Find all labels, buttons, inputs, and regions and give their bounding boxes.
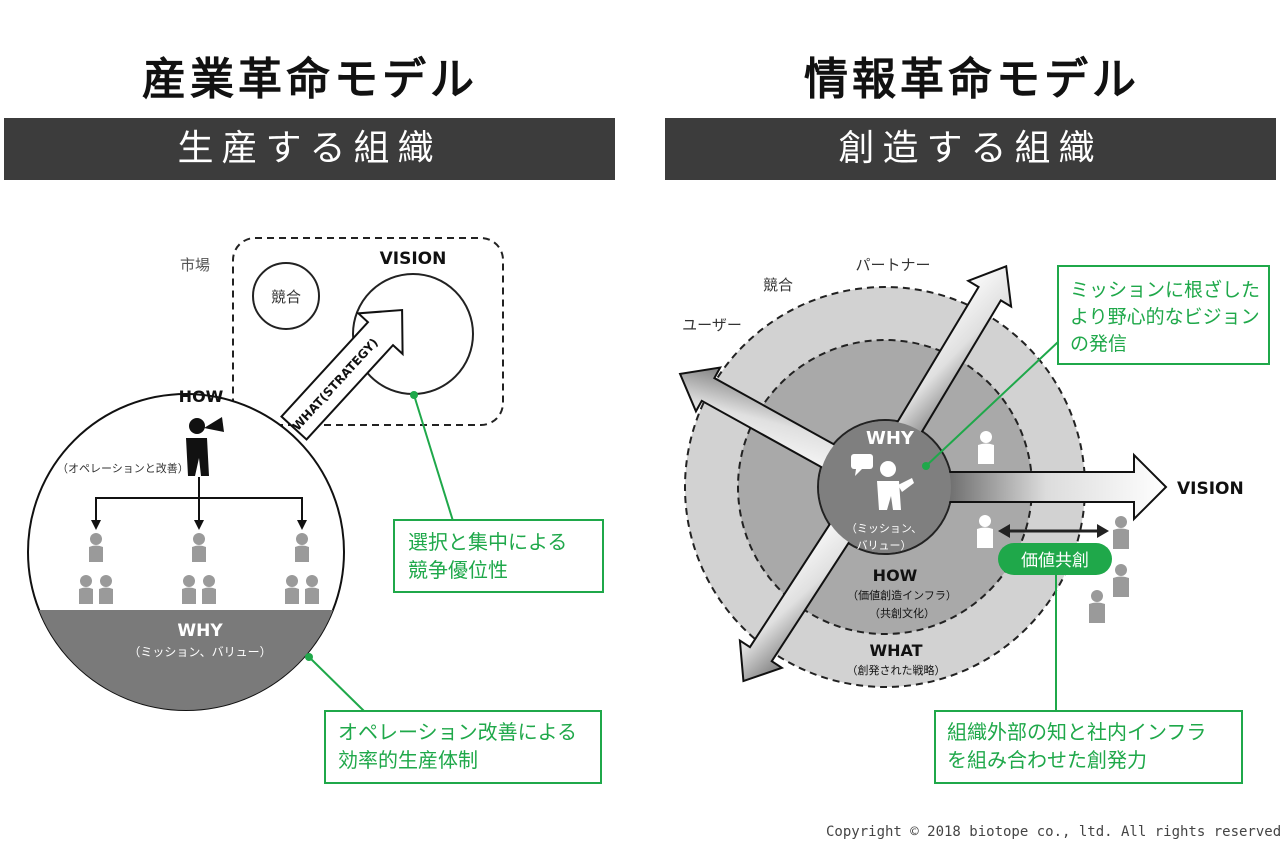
what-sub-label: （創発された戦略） (847, 663, 946, 677)
callout-operation-line: 効率的生産体制 (338, 748, 478, 772)
arrow-head (297, 520, 307, 530)
operation-label: （オペレーションと改善） (57, 461, 189, 475)
arrow-to-vision (947, 452, 1168, 522)
callout-operation-box (324, 710, 602, 784)
how-label: HOW (873, 566, 918, 585)
callout-strategy-box (393, 519, 604, 593)
callout-dot (410, 391, 418, 399)
callout-connector (308, 656, 365, 712)
why-sub-label: （ミッション、 (846, 522, 922, 535)
copyright-notice: Copyright © 2018 biotope co., ltd. All r… (826, 824, 1280, 840)
how-label: HOW (179, 387, 224, 406)
why-sub-label: バリュー） (857, 539, 912, 552)
information-model-diagram: パートナー 競合 ユーザー VISION WHY （ミッション、 バリュ (678, 256, 1270, 784)
left-banner: 生産する組織 (4, 118, 615, 180)
callout-dot (305, 653, 313, 661)
callout-vision-line: の発信 (1070, 333, 1127, 355)
industrial-model-diagram: 市場 競合 VISION WHY （ミッション、バリュー） WHAT(STRAT… (27, 237, 604, 784)
competition-label: 競合 (271, 288, 301, 306)
callout-strategy-line: 競争優位性 (408, 558, 508, 582)
competition-label: 競合 (763, 276, 793, 294)
internal-person-icon (977, 515, 993, 548)
speaker-person-icon (877, 461, 914, 510)
vision-label: VISION (380, 249, 447, 269)
callout-operation-line: オペレーション改善による (338, 720, 577, 744)
how-sub-label: （価値創造インフラ） (847, 588, 957, 602)
callout-cocreation-line: を組み合わせた創発力 (947, 748, 1147, 772)
user-label: ユーザー (682, 316, 742, 334)
cocreation-badge (998, 543, 1112, 575)
hierarchy-lines (95, 477, 303, 528)
arrow-to-user (678, 366, 856, 480)
speaker-person-icon (186, 417, 224, 476)
external-people-group (1089, 516, 1129, 623)
callout-strategy-line: 選択と集中による (408, 530, 567, 554)
cocreation-badge-label: 価値共創 (1021, 551, 1089, 571)
vision-label: VISION (1177, 479, 1244, 499)
strategy-arrow-label: WHAT(STRATEGY) (290, 336, 381, 434)
callout-cocreation-box (934, 710, 1243, 784)
double-arrow-icon (998, 524, 1109, 538)
callout-vision-line: ミッションに根ざした (1070, 278, 1260, 301)
callout-connector (925, 341, 1059, 467)
left-title: 産業革命モデル (142, 54, 478, 105)
speech-bubble-icon (851, 454, 873, 476)
callout-vision-line: より野心的なビジョン (1070, 306, 1260, 328)
right-title: 情報革命モデル (804, 54, 1140, 105)
arrow-head (91, 520, 101, 530)
how-sub-label: （共創文化） (869, 606, 935, 620)
why-label: WHY (866, 428, 915, 449)
callout-cocreation-line: 組織外部の知と社内インフラ (947, 720, 1206, 744)
arrow-to-competition (738, 511, 861, 683)
partner-label: パートナー (855, 256, 930, 274)
arrow-head (194, 520, 204, 530)
right-banner: 創造する組織 (665, 118, 1276, 180)
why-sub-label: （ミッション、バリュー） (128, 645, 271, 659)
competitor-circle (252, 262, 320, 330)
market-box (232, 237, 504, 426)
arrow-to-partner (884, 264, 1013, 457)
callout-connector (413, 394, 454, 522)
market-label: 市場 (180, 256, 210, 274)
internal-person-icon (978, 431, 994, 464)
callout-dot (922, 462, 930, 470)
callout-vision-box (1057, 265, 1270, 365)
why-label: WHY (177, 621, 223, 641)
what-label: WHAT (869, 641, 922, 660)
